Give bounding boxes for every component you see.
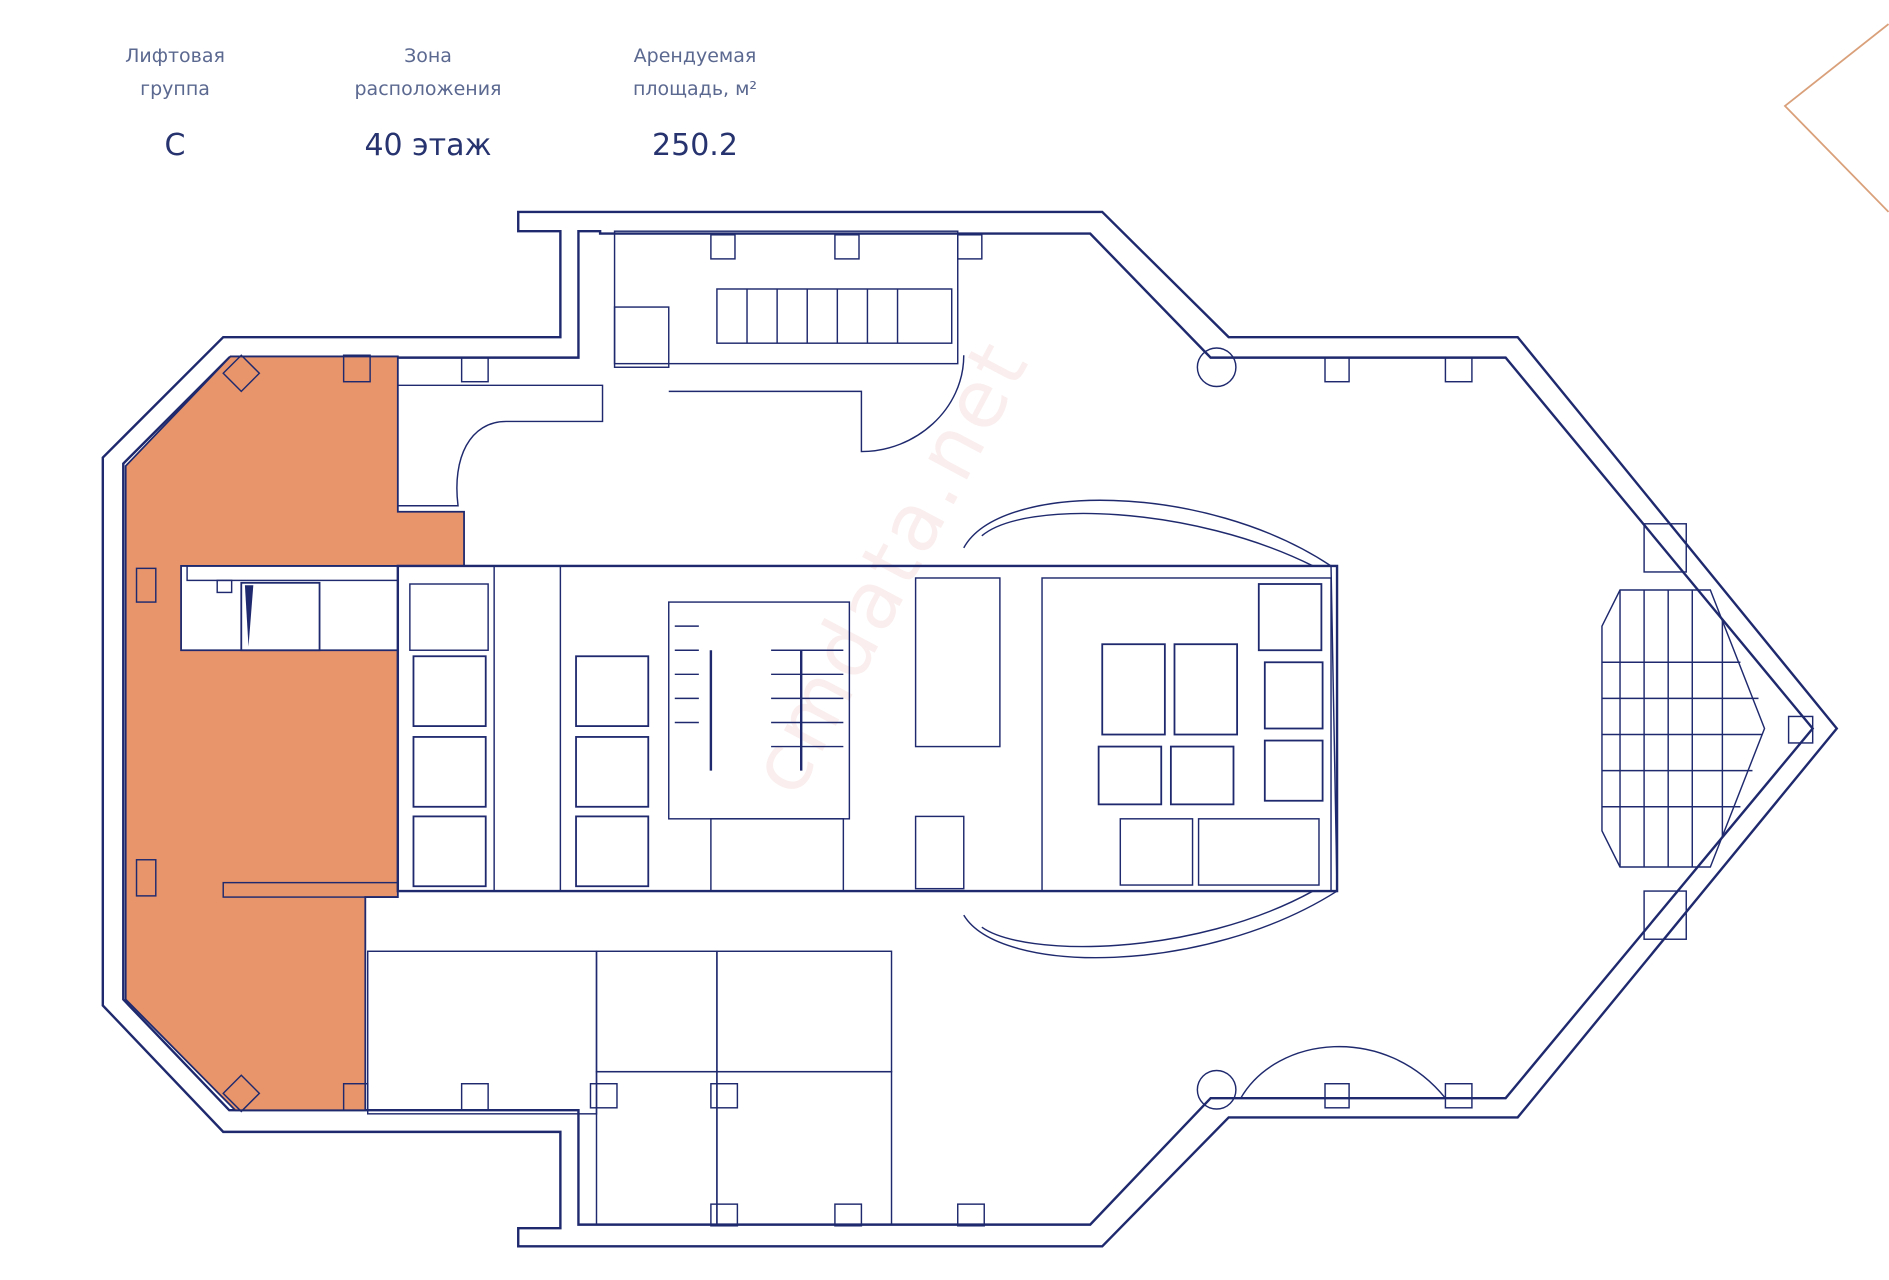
lift-shaft: [1263, 739, 1324, 802]
corner-decoration: [1783, 23, 1889, 213]
zone-value: 40 этаж: [364, 128, 492, 163]
lift-shaft: [412, 655, 487, 727]
zone-label-1: Зона: [404, 45, 452, 67]
zone-label-2: расположения: [354, 78, 502, 100]
rental-unit-highlight: [124, 355, 465, 1112]
area-info: Арендуемая площадь, м² 250.2: [575, 40, 815, 163]
lift-shaft: [575, 736, 650, 808]
lift-shaft: [1097, 745, 1163, 806]
zone-info: Зона расположения 40 этаж: [308, 40, 548, 163]
lift-shaft: [575, 655, 650, 727]
office-rooms: [366, 950, 1446, 1226]
lift-shaft: [412, 736, 487, 808]
lift-shaft: [575, 815, 650, 888]
lift-shaft: [412, 815, 487, 888]
lift-group-label-2: группа: [140, 78, 210, 100]
area-label-2: площадь, м²: [632, 78, 758, 100]
lift-shaft: [1263, 661, 1324, 730]
stairs: [674, 625, 844, 771]
seating-area: [1601, 589, 1766, 868]
lift-shaft: [1257, 583, 1323, 652]
columns: [460, 234, 1814, 1227]
core-cutout: [135, 354, 399, 1113]
lift-group-info: Лифтовая группа C: [55, 40, 295, 163]
washrooms: [397, 230, 965, 507]
building-core: [396, 499, 1339, 959]
lift-group-value: C: [164, 128, 186, 163]
lift-shaft: [1169, 745, 1235, 806]
stairwell: [668, 601, 851, 820]
area-label-1: Арендуемая: [633, 45, 757, 67]
lift-group-label-1: Лифтовая: [125, 45, 225, 67]
area-value: 250.2: [652, 128, 738, 163]
lift-shaft: [1101, 643, 1166, 736]
lift-shaft: [1173, 643, 1239, 736]
